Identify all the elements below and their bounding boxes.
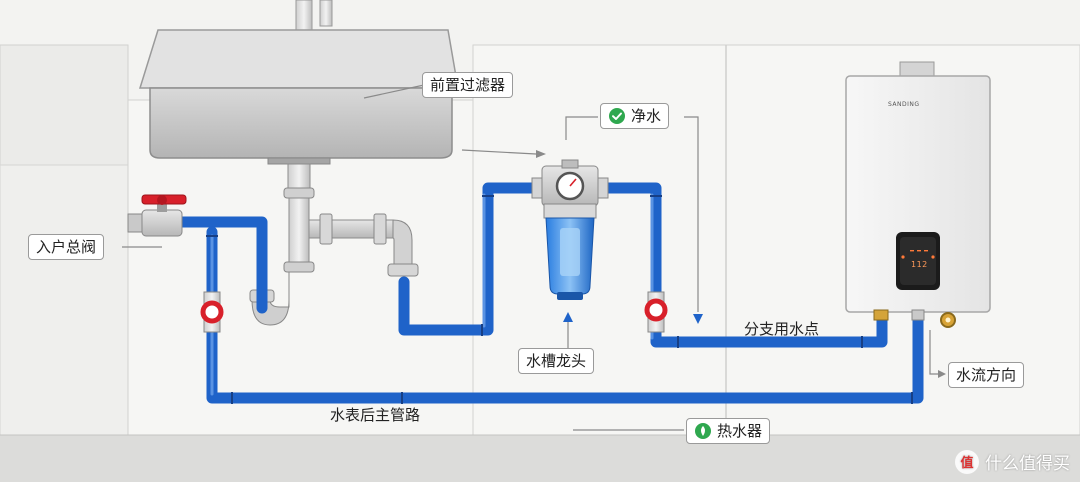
heater-brand: SANDING — [888, 101, 920, 108]
main-pipe — [172, 216, 268, 314]
check-icon — [609, 108, 625, 124]
main-valve[interactable] — [127, 194, 187, 237]
label-water-heater: 热水器 — [686, 418, 771, 444]
site-watermark: 值 什么值得买 — [955, 449, 1070, 474]
pre-filter-unit — [531, 159, 609, 300]
label-sink-faucet: 水槽龙头 — [518, 348, 595, 374]
arrow-up-icon — [563, 312, 573, 322]
pipe-joints — [206, 195, 913, 404]
water-heater-unit — [845, 61, 991, 328]
heater-screen-glyphs — [910, 250, 928, 252]
inline-valve-left[interactable] — [200, 291, 224, 333]
label-purified-water: 净水 — [600, 103, 670, 129]
label-flow-direction: 水流方向 — [948, 362, 1025, 388]
filter-inlet-pipe — [398, 182, 540, 336]
leader-lines — [122, 84, 938, 431]
label-main-valve: 入户总阀 — [28, 234, 105, 260]
label-main-pipe: 水表后主管路 — [330, 406, 421, 424]
kitchen-sink — [138, 0, 459, 165]
label-branch-points: 分支用水点 — [744, 320, 820, 338]
flow-arrows — [563, 312, 703, 324]
filter-outlet-pipe — [598, 182, 888, 348]
heater-display-readout: 112 — [911, 260, 928, 269]
watermark-text: 什么值得买 — [985, 454, 1070, 474]
leaf-icon — [695, 423, 711, 439]
drain-trap — [249, 163, 419, 326]
inline-valve-right[interactable] — [644, 291, 668, 333]
arrow-down-icon — [693, 314, 703, 324]
arrowheads — [536, 150, 946, 378]
label-pre-filter: 前置过滤器 — [422, 72, 514, 98]
site-logo-icon: 值 — [955, 449, 979, 474]
